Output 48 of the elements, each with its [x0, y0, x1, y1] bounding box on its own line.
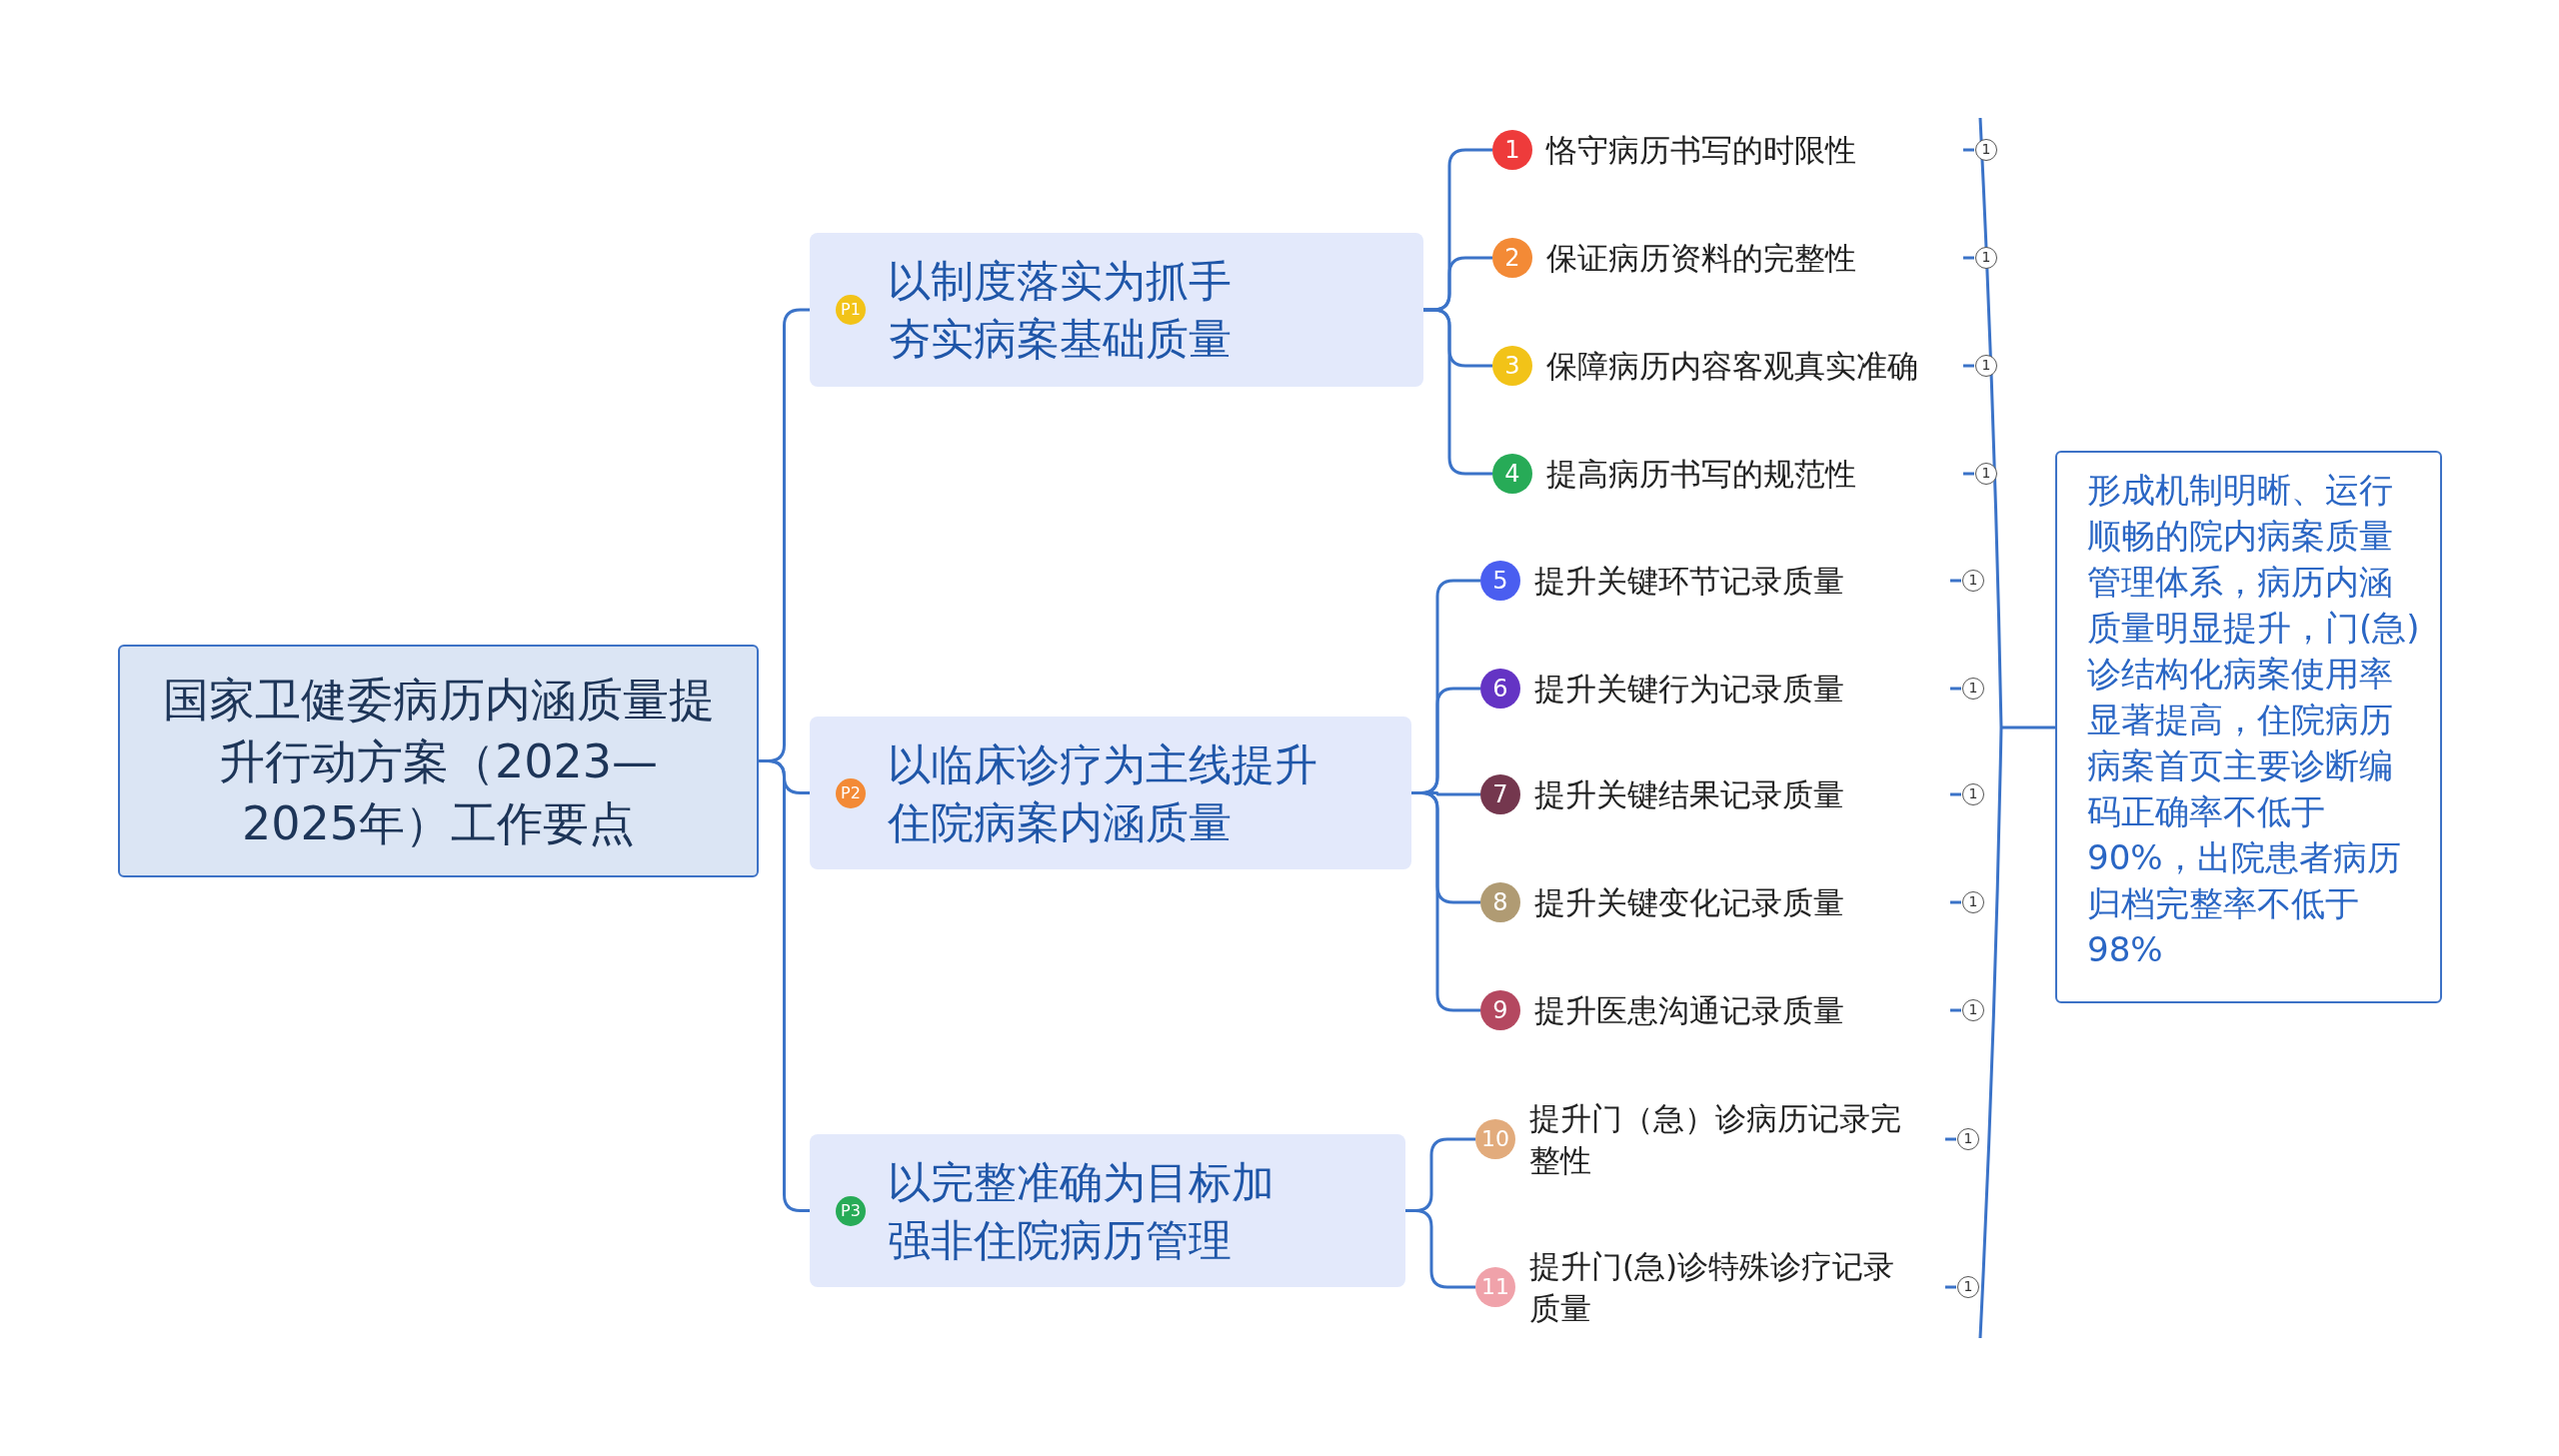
marker-number: 1: [1975, 463, 1997, 485]
topic-text: 以完整准确为目标加强非住院病历管理: [888, 1155, 1276, 1267]
marker-number: 1: [1962, 678, 1984, 700]
number-badge: 11: [1475, 1267, 1515, 1307]
number-badge: 5: [1480, 561, 1520, 601]
subtopic-text: 提升关键变化记录质量: [1534, 883, 1845, 922]
marker-number: 1: [1975, 355, 1997, 377]
number-badge: 10: [1475, 1119, 1515, 1159]
number-badge: 7: [1480, 774, 1520, 814]
topic-box: [810, 233, 1423, 387]
topic-box: [810, 1134, 1405, 1287]
marker-number: 1: [1975, 247, 1997, 269]
marker-number: 1: [1962, 999, 1984, 1021]
topic-text: 以制度落实为抓手夯实病案基础质量: [888, 255, 1233, 366]
number-badge: 8: [1480, 882, 1520, 922]
number-badge: 3: [1492, 346, 1532, 386]
subtopic-text: 提升门(急)诊特殊诊疗记录质量: [1529, 1247, 1896, 1328]
number-badge: P2: [836, 777, 866, 808]
subtopic-text: 提升关键环节记录质量: [1534, 562, 1845, 601]
number-badge: 1: [1492, 130, 1532, 170]
number-badge: 4: [1492, 454, 1532, 494]
connector-line: [1405, 1209, 1475, 1289]
summary-box: 形成机制明晰、运行顺畅的院内病案质量管理体系，病历内涵质量明显提升，门(急)诊结构化病案使用率显著提高，住院病历病案首页主要诊断编码正确率不低于90%，出院患者病历归档完整率不低于98%: [2055, 451, 2442, 1003]
subtopic-text: 保障病历内容客观真实准确: [1546, 347, 1919, 386]
connector-line: [1423, 308, 1492, 476]
topic-text: 以临床诊疗为主线提升住院病案内涵质量: [888, 737, 1318, 849]
marker-number: 1: [1962, 783, 1984, 805]
number-badge: 9: [1480, 990, 1520, 1030]
marker-number: 1: [1962, 891, 1984, 913]
number-badge: P3: [836, 1195, 866, 1226]
topic-box: [810, 717, 1411, 869]
subtopic-text: 恪守病历书写的时限性: [1546, 131, 1857, 170]
number-badge: 6: [1480, 669, 1520, 709]
number-badge: 2: [1492, 238, 1532, 278]
connector-line: [759, 759, 810, 1212]
subtopic-text: 保证病历资料的完整性: [1546, 239, 1857, 278]
root-topic-box: 国家卫健委病历内涵质量提升行动方案（2023—2025年）工作要点: [118, 645, 759, 877]
marker-number: 1: [1957, 1128, 1979, 1150]
subtopic-text: 提升关键结果记录质量: [1534, 775, 1845, 814]
connector-line: [1411, 791, 1480, 1012]
marker-number: 1: [1975, 139, 1997, 161]
subtopic-text: 提升关键行为记录质量: [1534, 670, 1845, 709]
subtopic-text: 提升门（急）诊病历记录完整性: [1529, 1099, 1902, 1180]
number-badge: P1: [836, 295, 866, 325]
marker-number: 1: [1962, 570, 1984, 592]
subtopic-text: 提升医患沟通记录质量: [1534, 991, 1845, 1030]
subtopic-text: 提高病历书写的规范性: [1546, 455, 1857, 494]
marker-number: 1: [1957, 1276, 1979, 1298]
